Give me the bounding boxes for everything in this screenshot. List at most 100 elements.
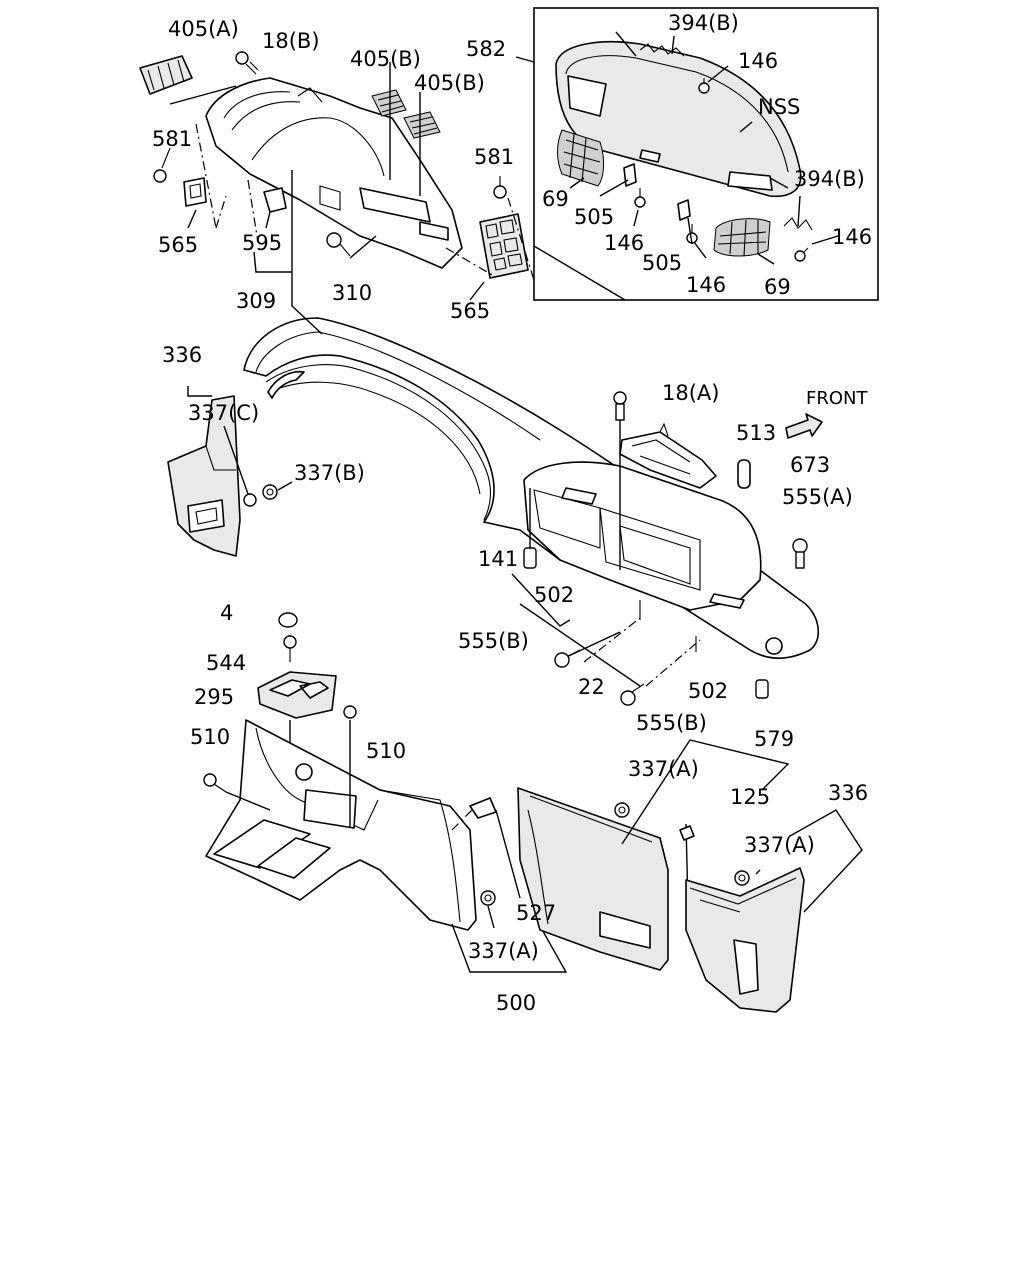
callout-510-left: 510 [190,725,230,749]
dashboard-hole [765,637,783,655]
callout-146-d: 146 [686,273,726,297]
leader-582 [515,56,535,63]
callout-505-b: 505 [642,251,682,275]
bolt-18a [613,391,627,421]
callout-405b-2: 405(B) [414,71,485,95]
grommet-673 [737,459,751,489]
callout-581-right: 581 [474,145,514,169]
callout-510-right: 510 [366,739,406,763]
callout-405b-1: 405(B) [350,47,421,71]
callout-18b: 18(B) [262,29,320,53]
vent-405b-2 [403,111,441,139]
callout-502-b: 502 [688,679,728,703]
screw-146-a [698,78,710,94]
screw-18b [235,51,259,75]
side-cover-336-right [685,867,805,1013]
callout-555b-mid: 555(B) [458,629,529,653]
nss-cover-window [567,75,607,117]
callout-579: 579 [754,727,794,751]
clip-394b-right [783,217,813,231]
callout-337a-2: 337(A) [744,833,815,857]
callout-513: 513 [736,421,776,445]
bracket-513 [619,431,717,489]
clip-502-right [755,679,769,699]
inset-leaders [569,31,839,265]
callout-544: 544 [206,651,246,675]
inset-label-nss: NSS [758,95,800,119]
callout-146-c: 146 [832,225,872,249]
clip-394b-top [639,43,685,57]
grille-69-right [713,218,771,257]
callout-581-left: 581 [152,127,192,151]
side-cover-left-group [167,386,293,557]
switch-565-right [479,213,529,279]
clip-337b [262,484,278,500]
callout-555b-lower: 555(B) [636,711,707,735]
front-label: FRONT [806,388,868,409]
callout-555a: 555(A) [782,485,853,509]
screw-581-right [493,176,507,199]
callout-527: 527 [516,901,556,925]
dashboard-panel-group [243,272,823,706]
bezel-display-window [359,187,431,223]
screw-146-d [794,247,809,262]
bolt-555a [792,538,808,569]
leader-309 [253,170,293,273]
clip-141 [523,547,537,569]
callout-336-left: 336 [162,343,202,367]
callout-labels: 405(A) 18(B) 405(B) 405(B) 582 394(B) 14… [152,11,872,1015]
callout-337a-3: 337(A) [468,939,539,963]
callout-595: 595 [242,231,282,255]
bolt-555b-mid [554,649,581,668]
callout-69-left: 69 [542,187,569,211]
callout-505-a: 505 [574,205,614,229]
callout-69-right: 69 [764,275,791,299]
callout-4: 4 [220,601,233,625]
clip-505-b [677,199,691,221]
lower-console-group [203,612,568,973]
callout-565-right: 565 [450,299,490,323]
callout-18a: 18(A) [662,381,719,405]
screw-510-right [343,705,357,719]
inset-frame [533,7,879,301]
switch-565-left [183,177,207,207]
side-cover-right-group [685,809,863,1013]
callout-673: 673 [790,453,830,477]
screw-146-b [634,188,646,208]
bolt-555b-lower [620,683,645,706]
cap-4 [278,612,298,628]
inset-pointer [533,245,626,301]
cluster-bezel [205,77,463,269]
inset-nss [515,7,879,301]
cluster-bezel-group [139,51,535,301]
bolt-310 [326,232,351,257]
clip-337a-right [734,870,750,886]
callout-336-right: 336 [828,781,868,805]
clip-337c [243,493,257,507]
callout-125: 125 [730,785,770,809]
bezel-small-window [419,221,449,241]
cup-holder-295 [257,671,337,719]
callout-337b: 337(B) [294,461,365,485]
front-arrow-icon [785,413,823,439]
callout-502-a: 502 [534,583,574,607]
vent-405a [139,55,193,95]
clip-595 [263,187,287,213]
callout-337c: 337(C) [188,401,259,425]
callout-309: 309 [236,289,276,313]
nss-cover-slot [727,171,773,191]
clip-337a-lower [480,890,496,906]
clip-337a-glovebox [614,802,630,818]
callout-405a: 405(A) [168,17,239,41]
screw-510-left [203,773,227,793]
callout-22: 22 [578,675,605,699]
callout-500: 500 [496,991,536,1015]
leader-500 [451,809,568,973]
callout-394b-2: 394(B) [794,167,865,191]
callout-295: 295 [194,685,234,709]
clip-527 [469,797,497,819]
screw-581-left [153,147,171,183]
callout-146-b: 146 [604,231,644,255]
callout-582: 582 [466,37,506,61]
